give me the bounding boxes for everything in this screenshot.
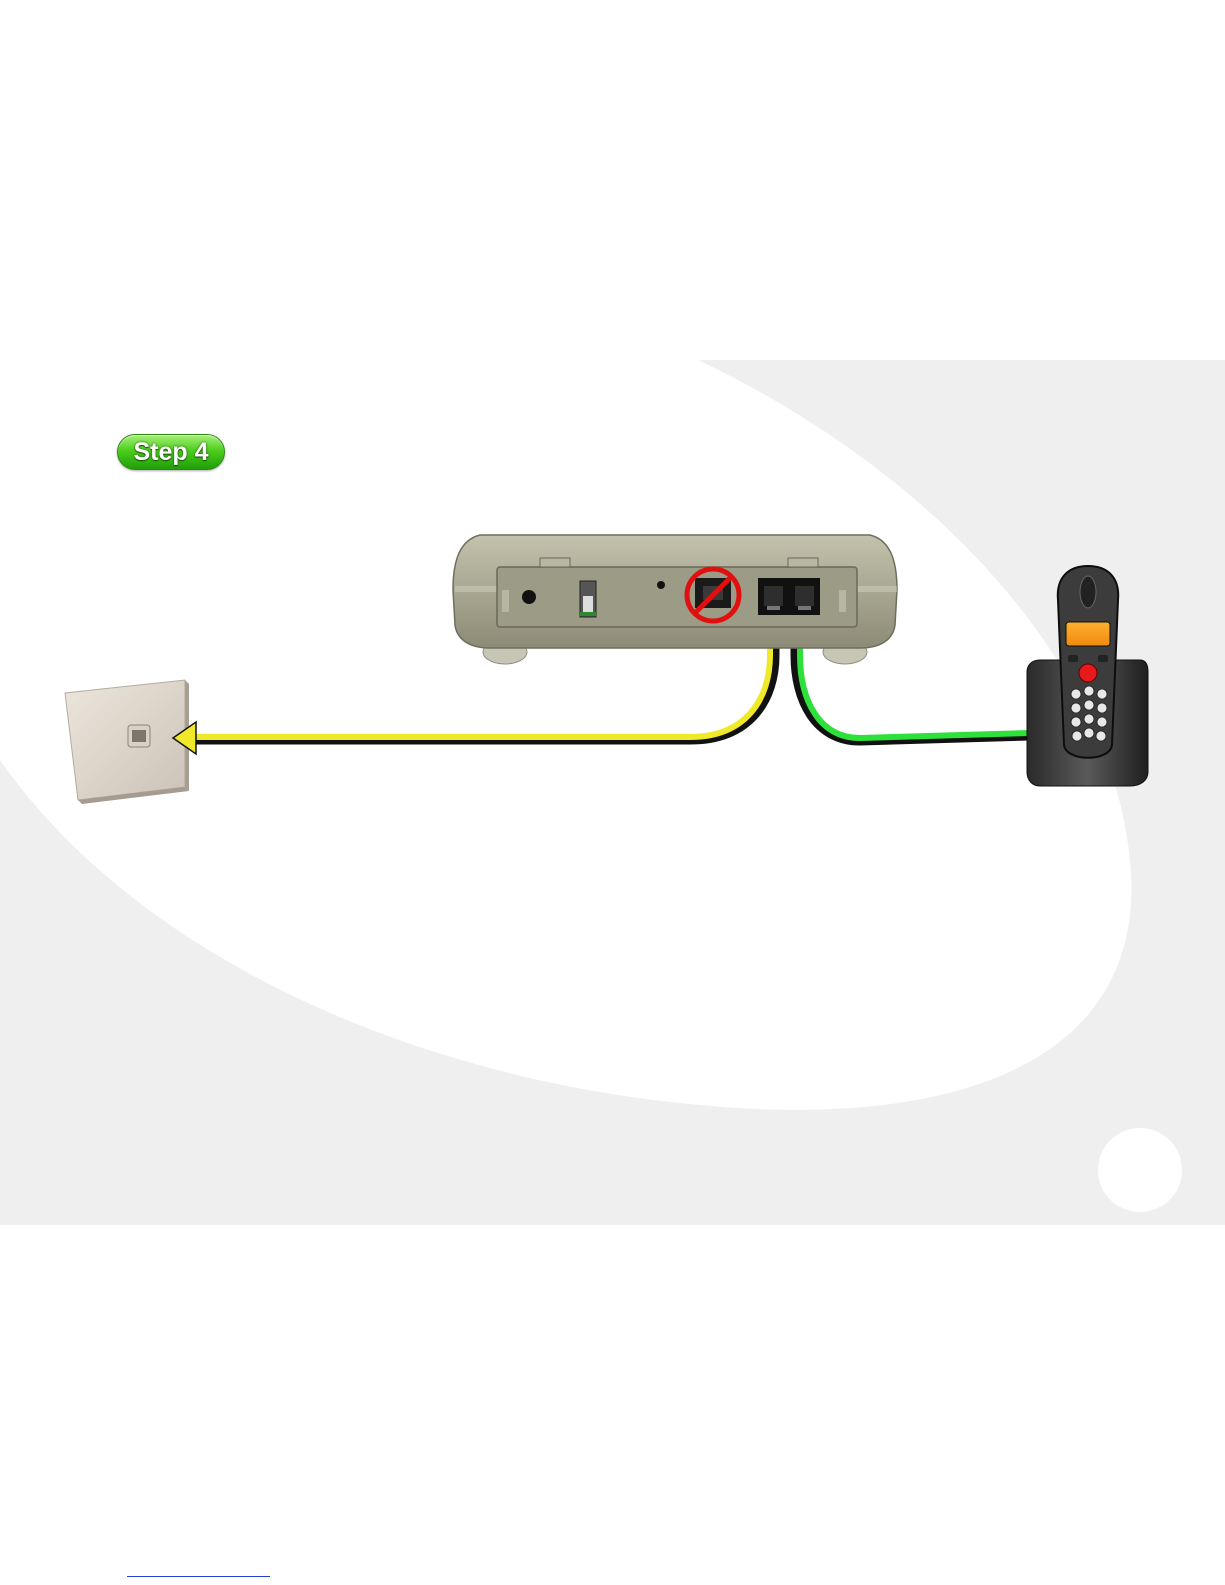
line-port <box>758 578 789 615</box>
phone-call-button-icon <box>1079 664 1097 682</box>
footer-link-underline <box>127 1576 270 1577</box>
yellow-line-cable <box>191 645 775 740</box>
phone-port <box>789 578 820 615</box>
wall-socket <box>65 680 189 804</box>
page-number-circle <box>1098 1128 1182 1212</box>
phone-screen <box>1066 622 1110 646</box>
power-jack-icon <box>522 590 536 604</box>
reset-hole-icon <box>657 581 665 589</box>
cordless-phone <box>1027 566 1148 786</box>
modem <box>453 535 897 664</box>
